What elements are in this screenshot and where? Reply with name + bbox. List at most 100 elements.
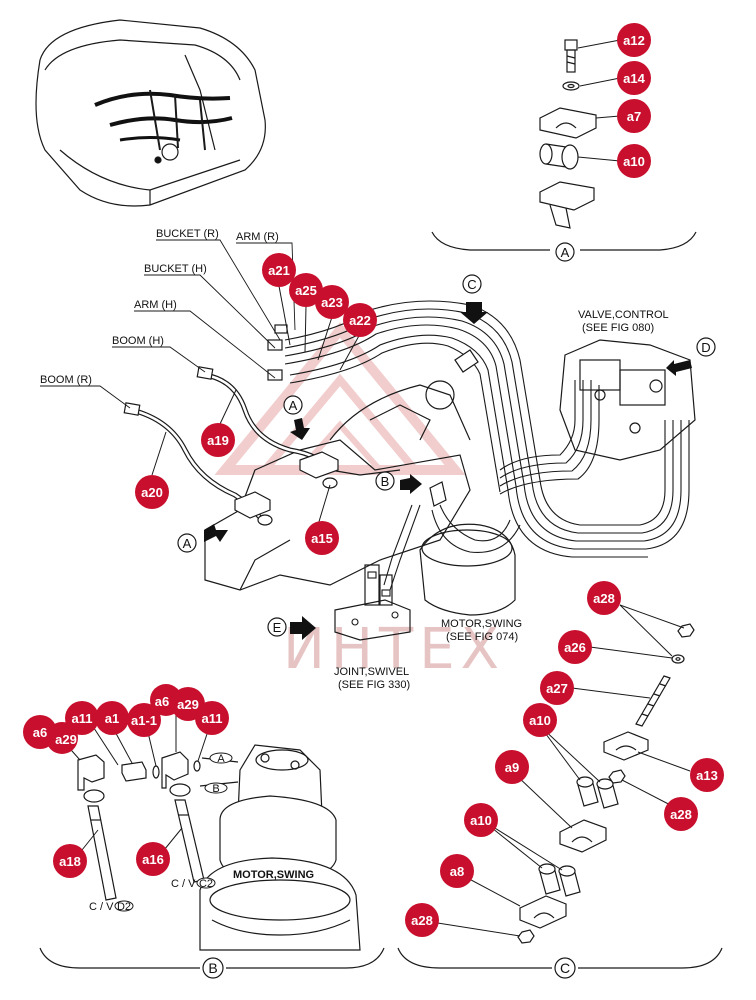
inset-a-marker: A — [555, 242, 575, 262]
inset-a-bracket-right — [580, 231, 697, 251]
label-boom-r: BOOM (R) — [40, 374, 92, 386]
svg-text:a28: a28 — [411, 913, 433, 928]
arrow-a-lower-icon — [204, 524, 228, 542]
inset-b-bracket-left — [39, 947, 200, 969]
callout-a15: a15 — [305, 521, 339, 555]
marker-d: D — [696, 337, 716, 357]
callout-a13: a13 — [690, 758, 724, 792]
label-cv-c2: C / V — [171, 878, 196, 890]
svg-text:a29: a29 — [55, 732, 77, 747]
svg-text:a22: a22 — [349, 313, 371, 328]
callout-a23: a23 — [315, 285, 349, 319]
svg-text:a12: a12 — [623, 33, 645, 48]
marker-a-lower: A — [177, 533, 197, 553]
label-boom-h: BOOM (H) — [112, 335, 164, 347]
marker-b: B — [375, 471, 395, 491]
marker-e: E — [267, 617, 287, 637]
svg-text:a23: a23 — [321, 295, 343, 310]
svg-text:a11: a11 — [72, 711, 93, 726]
inset-b-parts — [77, 744, 361, 951]
callout-a27: a27 — [540, 671, 574, 705]
callout-a6-left: a6 — [23, 715, 57, 749]
label-arm-h: ARM (H) — [134, 299, 177, 311]
tag-c2: C2 — [199, 878, 213, 890]
svg-text:a27: a27 — [546, 681, 568, 696]
callout-a19: a19 — [201, 423, 235, 457]
callout-a1-1: a1-1 — [127, 703, 161, 737]
callouts: a12 a14 a7 a10 a21 a25 a23 a22 a19 a20 a… — [23, 23, 724, 937]
svg-text:a9: a9 — [505, 760, 519, 775]
watermark-text: ИНТЕХ — [283, 617, 505, 682]
label-cv-d2: C / V — [89, 901, 114, 913]
svg-text:a29: a29 — [177, 697, 199, 712]
callout-a7: a7 — [617, 99, 651, 133]
svg-text:a10: a10 — [470, 813, 492, 828]
svg-text:a14: a14 — [623, 71, 645, 86]
svg-text:a1-1: a1-1 — [131, 713, 157, 728]
inset-b-bracket-right — [226, 947, 385, 969]
callout-a9: a9 — [495, 750, 529, 784]
svg-text:D: D — [701, 340, 710, 355]
arrow-b-icon — [400, 474, 422, 494]
svg-text:a10: a10 — [529, 713, 551, 728]
callout-a8: a8 — [440, 854, 474, 888]
callout-a16: a16 — [136, 842, 170, 876]
hose-fittings — [123, 324, 288, 416]
svg-text:C: C — [467, 277, 476, 292]
svg-text:a11: a11 — [202, 711, 223, 726]
svg-text:A: A — [183, 536, 192, 551]
inset-c-bracket-right — [578, 947, 723, 969]
svg-text:a26: a26 — [564, 640, 586, 655]
arrow-c-icon — [460, 302, 488, 324]
marker-a-upper: A — [283, 395, 303, 415]
marker-c: C — [462, 274, 482, 294]
arrow-d-icon — [666, 360, 692, 376]
callout-a11-right: a11 — [195, 701, 229, 735]
svg-text:B: B — [208, 960, 217, 976]
svg-text:A: A — [217, 753, 225, 765]
label-motor-see-fig: (SEE FIG 074) — [446, 631, 518, 643]
callout-a22: a22 — [343, 303, 377, 337]
inset-a-bracket-left — [431, 231, 550, 251]
callout-a28-bottom: a28 — [405, 903, 439, 937]
svg-text:a28: a28 — [593, 591, 615, 606]
view-arrows — [204, 302, 692, 640]
svg-text:B: B — [212, 783, 219, 795]
main-callout-leaders — [151, 285, 361, 526]
callout-a10-low: a10 — [464, 803, 498, 837]
label-arm-r: ARM (R) — [236, 231, 279, 243]
callout-a1: a1 — [95, 701, 129, 735]
tag-d2: D2 — [117, 901, 131, 913]
inset-a-leaders — [577, 39, 621, 162]
callout-a11-left: a11 — [65, 701, 99, 735]
label-bucket-h: BUCKET (H) — [144, 263, 207, 275]
svg-text:E: E — [273, 620, 282, 635]
svg-text:a19: a19 — [207, 433, 229, 448]
label-valve-see-fig: (SEE FIG 080) — [582, 322, 654, 334]
label-joint-swivel: JOINT,SWIVEL — [334, 666, 409, 678]
svg-text:a7: a7 — [627, 109, 641, 124]
inset-b-tags: A B — [204, 752, 233, 795]
svg-text:a28: a28 — [670, 807, 692, 822]
main-assembly — [204, 339, 696, 641]
inset-c-parts — [517, 623, 695, 944]
hose-label-leaders — [40, 239, 296, 409]
label-valve-control: VALVE,CONTROL — [578, 309, 669, 321]
main-clamps — [234, 349, 479, 526]
svg-text:C: C — [560, 960, 570, 976]
inset-b-marker: B — [202, 957, 224, 979]
callout-a18: a18 — [53, 844, 87, 878]
callout-a26: a26 — [558, 630, 592, 664]
callout-a14: a14 — [617, 61, 651, 95]
arrow-a-upper-icon — [290, 418, 310, 440]
callout-a12: a12 — [617, 23, 651, 57]
svg-text:a15: a15 — [311, 531, 333, 546]
inset-c-bracket-left — [397, 947, 552, 969]
svg-text:a25: a25 — [295, 283, 317, 298]
machine-overview — [35, 19, 266, 207]
arrow-e-icon — [290, 616, 316, 640]
svg-text:a6: a6 — [155, 694, 169, 709]
callout-a21: a21 — [262, 253, 296, 287]
label-motor-swing-body: MOTOR,SWING — [233, 869, 314, 881]
